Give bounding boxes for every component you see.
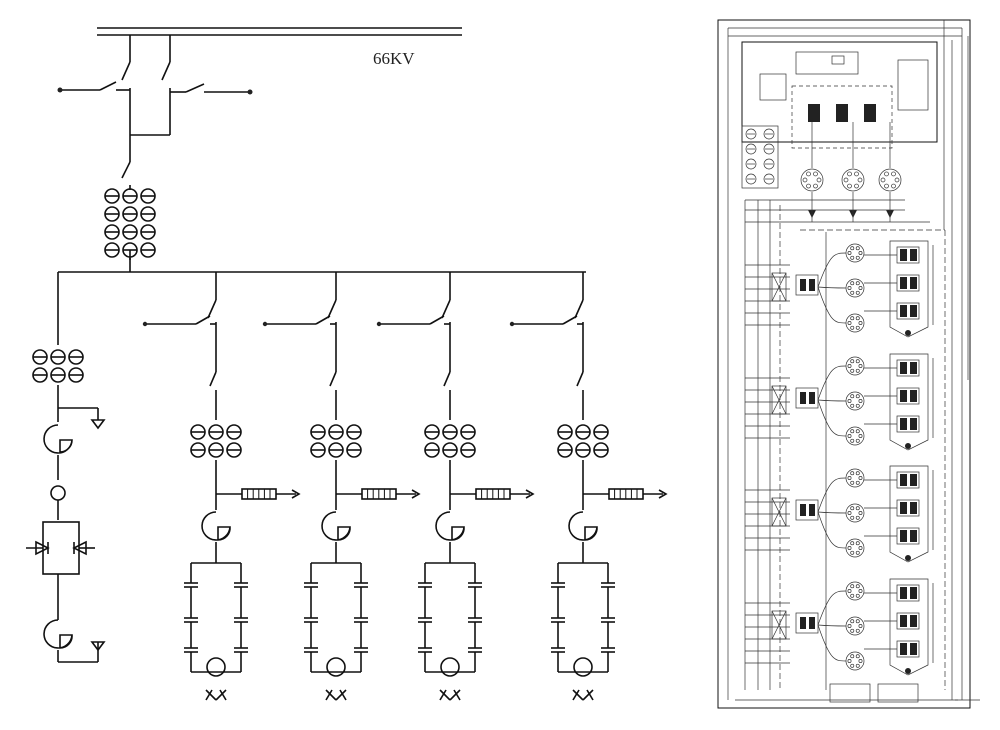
plan-capacitor-rack-icon: [864, 240, 929, 338]
reactor-icon: [201, 511, 231, 541]
ground-symbol-icon: [90, 419, 106, 430]
ground-symbol-icon: [205, 689, 227, 701]
reactor-icon: [43, 424, 73, 454]
filter-branches: [142, 272, 668, 701]
plan-capacitor-rack-icon: [864, 353, 929, 451]
current-transformer-icon: [557, 424, 609, 458]
plan-capacitor-rack-icon: [864, 578, 929, 676]
plan-reactor-icon: [845, 278, 865, 298]
neutral-ct-icon: [206, 657, 226, 677]
filter-branch-4: [509, 272, 668, 701]
plan-transformer-icon: [878, 122, 902, 222]
resistor-icon: [361, 488, 397, 500]
current-transformer-icon: [424, 424, 476, 458]
plan-reactor-icon: [845, 313, 865, 333]
ct-icon: [50, 485, 66, 501]
plan-reactor-icon: [845, 503, 865, 523]
capacitor-icon: [184, 562, 248, 673]
plan-transformer-icon: [800, 122, 824, 222]
single-line-diagram: 66KV: [26, 27, 668, 701]
disconnector-switch-icon: [574, 299, 584, 319]
plan-transformer-icon: [841, 122, 865, 222]
main-transformer-coil-icon: [104, 188, 156, 260]
substation-plan-layout: [717, 19, 980, 709]
reactor-icon: [568, 511, 598, 541]
plan-bay-1: [745, 240, 934, 338]
plan-capacitor-rack-icon: [864, 465, 929, 563]
reactor-icon: [43, 619, 73, 649]
plan-bay-4: [745, 578, 934, 676]
plan-reactor-icon: [845, 581, 865, 601]
filter-branch-2: [262, 272, 421, 701]
capacitor-icon: [551, 562, 615, 673]
plan-bay-2: [745, 353, 934, 451]
ground-symbol-icon: [325, 689, 347, 701]
disconnector-switch-icon: [327, 299, 337, 319]
plan-reactor-icon: [845, 651, 865, 671]
plan-reactor-icon: [845, 243, 865, 263]
plan-reactor-icon: [845, 538, 865, 558]
ground-symbol-icon: [439, 689, 461, 701]
plan-reactor-icon: [845, 468, 865, 488]
resistor-icon: [241, 488, 277, 500]
svc-branch: [26, 272, 106, 663]
plan-bay-3: [745, 465, 934, 563]
disconnector-switch-icon: [207, 299, 217, 319]
bus-voltage-label: 66KV: [373, 49, 415, 68]
plan-reactor-icon: [845, 356, 865, 376]
capacitor-icon: [304, 562, 368, 673]
thyristor-icon: [26, 521, 95, 575]
main-busbar: [97, 27, 462, 36]
plan-reactor-icon: [845, 426, 865, 446]
neutral-ct-icon: [326, 657, 346, 677]
filter-branch-1: [142, 272, 301, 701]
incoming-disconnector-icon: [57, 35, 253, 190]
ground-symbol-icon: [572, 689, 594, 701]
distribution-bus: [58, 258, 586, 273]
ground-symbol-icon: [90, 641, 106, 652]
neutral-ct-icon: [440, 657, 460, 677]
plan-reactor-icon: [845, 391, 865, 411]
current-transformer-icon: [190, 424, 242, 458]
disconnector-switch-icon: [441, 299, 451, 319]
resistor-icon: [608, 488, 644, 500]
reactor-icon: [435, 511, 465, 541]
current-transformer-icon: [310, 424, 362, 458]
reactor-icon: [321, 511, 351, 541]
capacitor-icon: [418, 562, 482, 673]
plan-reactor-icon: [845, 616, 865, 636]
resistor-icon: [475, 488, 511, 500]
filter-branch-3: [376, 272, 535, 701]
svc-transformer-coil-icon: [32, 349, 84, 383]
neutral-ct-icon: [573, 657, 593, 677]
